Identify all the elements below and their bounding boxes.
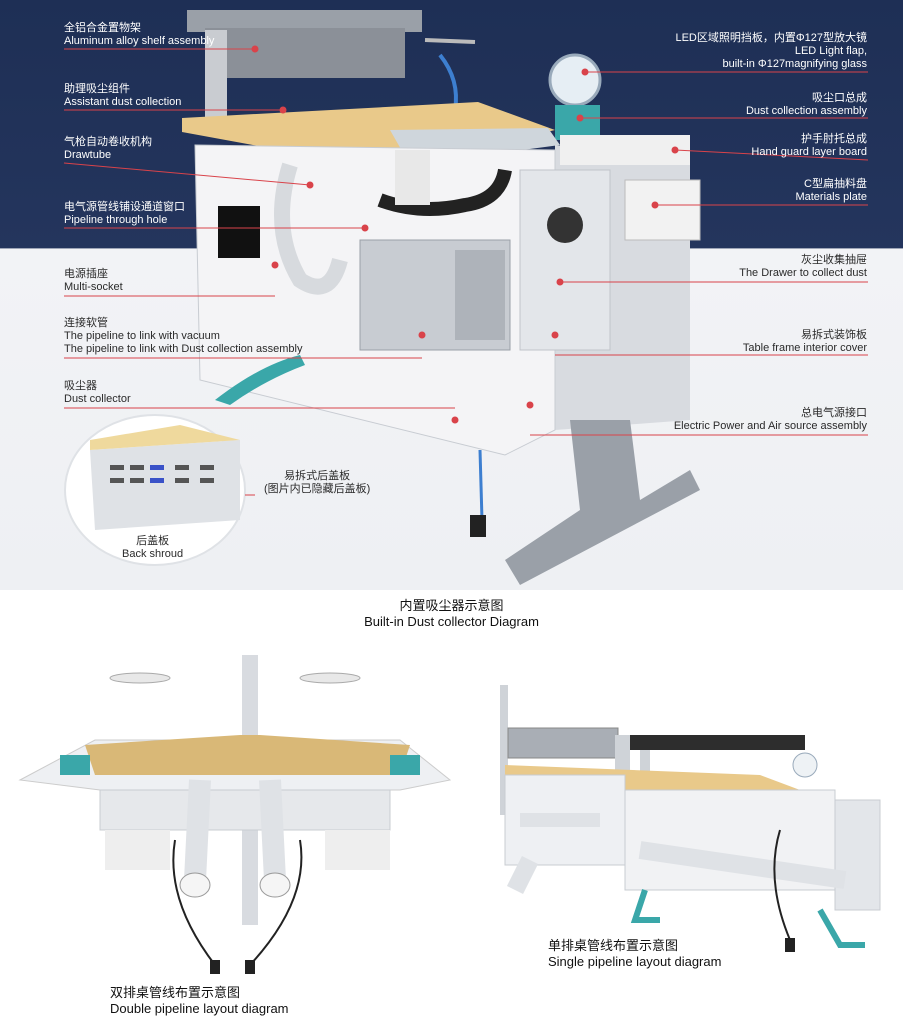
- label-collector-en: Dust collector: [64, 393, 131, 405]
- caption-single-zh: 单排桌管线布置示意图: [548, 938, 679, 953]
- air-gun: [424, 38, 476, 44]
- shelf-body: [205, 28, 405, 78]
- caption-double: 双排桌管线布置示意图 Double pipeline layout diagra…: [110, 985, 330, 1017]
- single-layout-illustration: [500, 685, 881, 952]
- label-socket-en: Multi-socket: [64, 281, 123, 293]
- label-drawer-zh: 灰尘收集抽屉: [801, 254, 867, 266]
- label-socket: 电源插座 Multi-socket: [64, 268, 123, 294]
- pipeline-window: [218, 206, 260, 258]
- magnifier-icon: [548, 53, 602, 107]
- shelf-bar: [187, 10, 422, 32]
- left-leg: [215, 355, 305, 405]
- label-collector-zh: 吸尘器: [64, 380, 97, 392]
- label-guard-zh: 护手肘托总成: [801, 133, 867, 145]
- label-power-zh: 总电气源接口: [801, 407, 867, 419]
- label-hose: 连接软管 The pipeline to link with vacuum Th…: [64, 317, 302, 356]
- label-drawtube-en: Drawtube: [64, 149, 112, 161]
- dust-port: [395, 150, 430, 205]
- gun-hose: [438, 53, 458, 111]
- label-pipehole-zh: 电气源管线铺设通道窗口: [64, 201, 185, 213]
- flex-hose: [274, 162, 348, 295]
- caption-double-en: Double pipeline layout diagram: [110, 1001, 289, 1016]
- magnifier-base: [555, 105, 600, 140]
- label-drawtube: 气枪自动卷收机构 Drawtube: [64, 136, 152, 162]
- label-led-en2: built-in Φ127magnifying glass: [722, 58, 867, 70]
- label-led-zh: LED区域照明挡板，内置Φ127型放大镜: [675, 32, 867, 44]
- label-guard: 护手肘托总成 Hand guard layer board: [751, 133, 867, 159]
- label-back-zh: 后盖板: [136, 535, 170, 547]
- label-drawtube-zh: 气枪自动卷收机构: [64, 136, 152, 148]
- label-socket-zh: 电源插座: [64, 268, 108, 280]
- caption-main-zh: 内置吸尘器示意图: [399, 598, 504, 613]
- label-back-shroud: 后盖板 Back shroud: [122, 535, 183, 561]
- label-pipehole: 电气源管线铺设通道窗口 Pipeline through hole: [64, 201, 185, 227]
- drawer-hole: [547, 207, 583, 243]
- label-shelf: 全铝合金置物架 Aluminum alloy shelf assembly: [64, 22, 214, 48]
- label-pipehole-en: Pipeline through hole: [64, 214, 168, 226]
- label-hose-en2: The pipeline to link with Dust collectio…: [64, 343, 303, 355]
- label-dustasm: 吸尘口总成 Dust collection assembly: [746, 92, 867, 118]
- label-hose-en: The pipeline to link with vacuum: [64, 330, 220, 342]
- label-inset-zh2: (图片内已隐藏后盖板): [264, 483, 371, 495]
- shroud-vents: [110, 465, 214, 483]
- label-cover-en: Table frame interior cover: [742, 342, 867, 354]
- caption-single: 单排桌管线布置示意图 Single pipeline layout diagra…: [548, 938, 768, 970]
- air-line: [478, 449, 484, 521]
- back-shroud-illustration: [90, 440, 240, 530]
- label-cover: 易拆式装饰板 Table frame interior cover: [743, 329, 867, 355]
- label-back-en: Back shroud: [122, 548, 184, 560]
- double-layout-illustration: [18, 655, 452, 974]
- caption-single-en: Single pipeline layout diagram: [548, 954, 722, 969]
- label-power: 总电气源接口 Electric Power and Air source ass…: [674, 407, 867, 433]
- leader-lines-left: [63, 45, 459, 496]
- label-assist-zh: 助理吸尘组件: [64, 83, 130, 95]
- dust-drawer: [519, 169, 611, 351]
- label-assist-en: Assistant dust collection: [64, 96, 182, 108]
- label-inset: 易拆式后盖板 (图片内已隐藏后盖板): [264, 470, 370, 496]
- table-top: [182, 102, 555, 170]
- caption-double-zh: 双排桌管线布置示意图: [110, 985, 241, 1000]
- shelf-post: [205, 30, 227, 120]
- hand-guard: [560, 135, 690, 165]
- label-led-en: LED Light flap,: [794, 45, 867, 57]
- inset-table-top: [90, 425, 240, 450]
- label-cover-zh: 易拆式装饰板: [801, 329, 867, 341]
- right-leg: [505, 420, 700, 585]
- label-dustasm-zh: 吸尘口总成: [812, 92, 867, 104]
- label-drawer-en: The Drawer to collect dust: [739, 267, 867, 279]
- caption-main: 内置吸尘器示意图 Built-in Dust collector Diagram: [0, 598, 903, 630]
- label-drawer: 灰尘收集抽屉 The Drawer to collect dust: [739, 254, 867, 280]
- label-inset-zh: 易拆式后盖板: [284, 470, 351, 482]
- label-plate: C型扁抽料盘 Materials plate: [795, 178, 867, 204]
- label-dustasm-en: Dust collection assembly: [745, 105, 867, 117]
- label-assist: 助理吸尘组件 Assistant dust collection: [64, 83, 181, 109]
- label-plate-zh: C型扁抽料盘: [804, 178, 867, 190]
- black-hose: [377, 168, 512, 216]
- vacuum-vent: [455, 250, 505, 340]
- caption-main-en: Built-in Dust collector Diagram: [364, 614, 539, 629]
- materials-tray: [624, 179, 701, 241]
- label-collector: 吸尘器 Dust collector: [64, 380, 131, 406]
- label-power-en: Electric Power and Air source assembly: [673, 420, 867, 432]
- label-hose-zh: 连接软管: [64, 317, 108, 329]
- label-guard-en: Hand guard layer board: [751, 146, 867, 158]
- power-plug-icon: [470, 515, 486, 537]
- label-shelf-en: Aluminum alloy shelf assembly: [64, 35, 215, 47]
- leader-lines-right: [526, 68, 869, 436]
- label-shelf-zh: 全铝合金置物架: [64, 22, 141, 34]
- label-led: LED区域照明挡板，内置Φ127型放大镜 LED Light flap, bui…: [675, 32, 867, 71]
- label-plate-en: Materials plate: [795, 191, 867, 203]
